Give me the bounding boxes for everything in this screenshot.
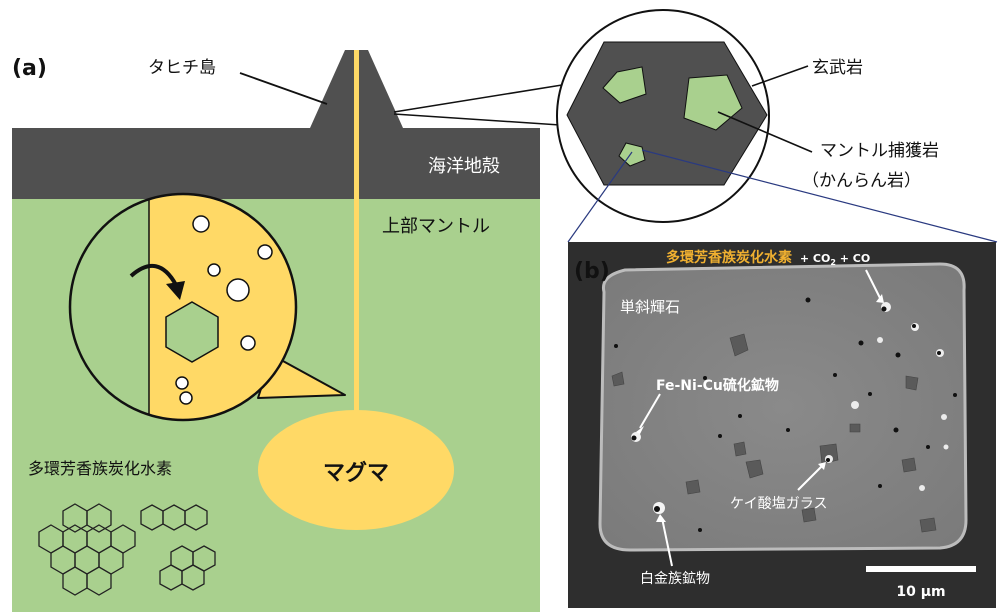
gas-bubble (179, 391, 193, 405)
zoom-circle (68, 192, 298, 422)
anthracene-molecule-icon (140, 504, 208, 531)
pah-gas-plus2: + CO (836, 252, 870, 265)
gas-bubble (175, 376, 189, 390)
glass-label: ケイ酸塩ガラス (730, 496, 827, 512)
glass-arrow (797, 465, 823, 491)
gas-bubble (240, 335, 256, 351)
magma-chamber (258, 410, 454, 530)
glass-arrowhead-icon (818, 462, 826, 470)
island-label: タヒチ島 (148, 58, 216, 78)
pyrene-molecule-icon (159, 545, 216, 591)
inset-magnifier (556, 9, 770, 223)
panel-a-tag: (a) (12, 56, 47, 81)
sulfide-spots (631, 302, 949, 514)
pah-gas-main: 多環芳香族炭化水素 (666, 249, 792, 266)
oceanic-crust (12, 50, 540, 199)
inset-connector-top (393, 84, 563, 113)
pah-gas-plus1: + CO (796, 252, 830, 265)
pah-gas-label: 多環芳香族炭化水素 + CO2 + CO (666, 249, 870, 267)
sem-connector-right (641, 149, 998, 243)
coronene-molecule-icon (38, 503, 136, 596)
scale-bar-label: 10 μm (896, 584, 945, 600)
sulfide-arrowhead-icon (636, 426, 644, 434)
island-leader (239, 72, 328, 105)
xenolith-label: マントル捕獲岩 (820, 141, 939, 161)
basalt-leader (751, 65, 809, 87)
inset-connector-bottom (393, 113, 561, 126)
xenolith-crystal (602, 66, 647, 104)
pah-gas-sub: 2 (830, 258, 836, 267)
mantle-label: 上部マントル (382, 216, 490, 237)
glass-inclusions (611, 333, 937, 533)
sulfide-arrow (639, 393, 661, 429)
pah-gas-arrowhead-icon (876, 294, 884, 303)
xenolith-sublabel: （かんらん岩） (802, 171, 921, 191)
gas-bubble (207, 263, 221, 277)
pge-label: 白金族鉱物 (640, 570, 710, 587)
xenolith-leader (717, 111, 813, 153)
pah-gas-arrow (865, 269, 881, 299)
curved-arrow-head-icon (166, 281, 185, 300)
pores (614, 297, 957, 532)
pge-arrowhead-icon (656, 514, 666, 522)
basalt-hexagon (566, 41, 768, 186)
magma-label: マグマ (323, 460, 389, 486)
clinopyroxene-grain (598, 262, 968, 552)
magma-conduit (354, 50, 359, 430)
scale-bar (866, 566, 976, 572)
gas-bubble (226, 278, 250, 302)
curved-arrow-icon (129, 263, 178, 286)
gas-bubble (192, 215, 210, 233)
sulfide-label: Fe-Ni-Cu硫化鉱物 (656, 377, 779, 394)
panel-b-tag: (b) (574, 259, 610, 284)
sem-connector-left (567, 151, 633, 243)
basalt-label: 玄武岩 (812, 58, 863, 78)
pah-label: 多環芳香族炭化水素 (28, 459, 172, 478)
gas-bubble (257, 244, 273, 260)
hexagon-xenolith (165, 301, 219, 363)
pge-arrow (661, 517, 673, 567)
clinopyroxene-label: 単斜輝石 (620, 298, 680, 316)
crust-label: 海洋地殻 (428, 156, 500, 177)
